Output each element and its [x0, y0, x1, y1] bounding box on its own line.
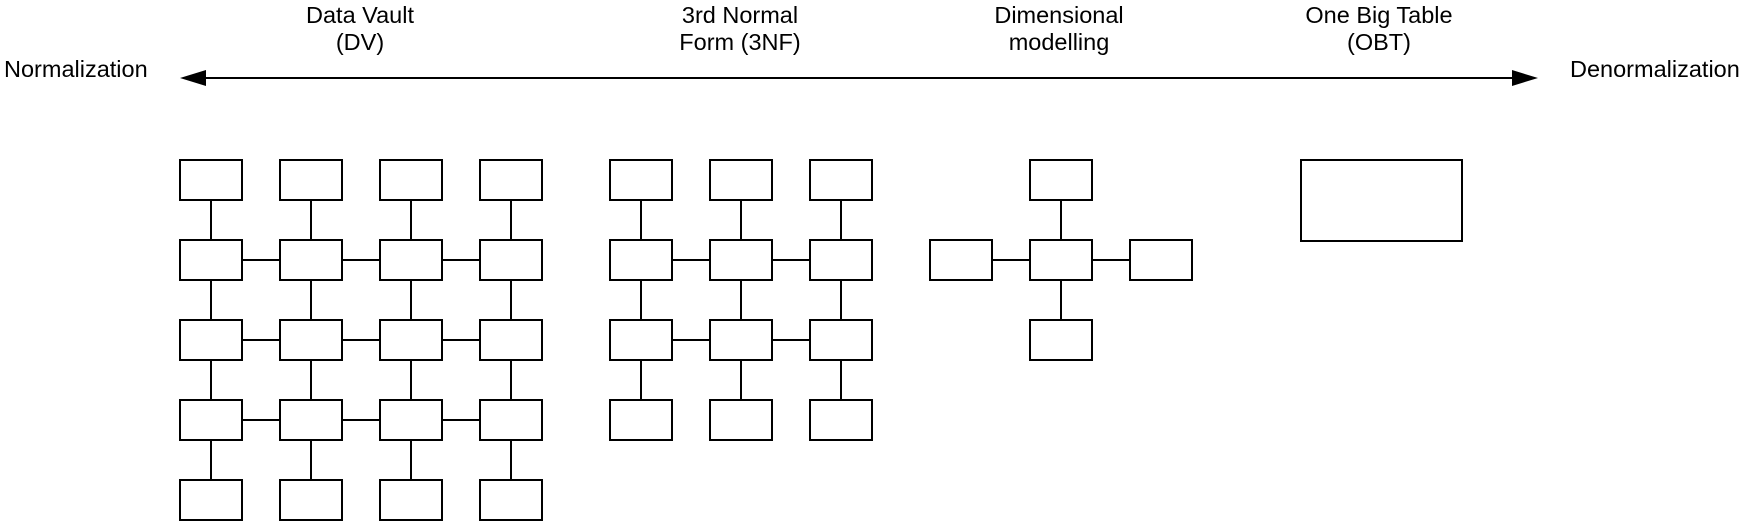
label-third-normal-form-line2: Form (3NF): [679, 29, 801, 55]
table-box: [609, 319, 673, 361]
table-box: [379, 239, 443, 281]
label-one-big-table-line2: (OBT): [1347, 29, 1411, 55]
table-box: [479, 159, 543, 201]
label-one-big-table: One Big Table (OBT): [1229, 2, 1529, 56]
table-box: [279, 159, 343, 201]
axis-label-normalization: Normalization: [4, 56, 148, 82]
table-box: [179, 239, 243, 281]
dimensional-modelling-schema: [929, 159, 1193, 361]
table-box: [479, 399, 543, 441]
table-box: [809, 239, 873, 281]
label-one-big-table-line1: One Big Table: [1305, 2, 1453, 28]
normalization-axis-arrow: [180, 70, 1538, 86]
table-box: [379, 399, 443, 441]
table-box: [479, 479, 543, 521]
arrowhead-right-icon: [1512, 70, 1538, 86]
table-box: [179, 399, 243, 441]
table-box: [1029, 239, 1093, 281]
arrowhead-left-icon: [180, 70, 206, 86]
table-box: [279, 239, 343, 281]
table-box: [709, 159, 773, 201]
label-dimensional-modelling-line2: modelling: [1008, 29, 1110, 55]
schema-diagrams: [179, 159, 1463, 521]
third-normal-form-schema: [609, 159, 873, 441]
table-box: [1129, 239, 1193, 281]
table-box: [709, 319, 773, 361]
label-data-vault-line1: Data Vault: [306, 2, 414, 28]
label-third-normal-form: 3rd Normal Form (3NF): [590, 2, 890, 56]
table-box: [279, 399, 343, 441]
table-box: [1029, 319, 1093, 361]
label-data-vault: Data Vault (DV): [210, 2, 510, 56]
label-third-normal-form-line1: 3rd Normal: [681, 2, 799, 28]
table-box: [279, 319, 343, 361]
table-box: [709, 399, 773, 441]
table-box: [379, 319, 443, 361]
table-box: [929, 239, 993, 281]
table-box: [609, 239, 673, 281]
label-dimensional-modelling-line1: Dimensional: [994, 2, 1124, 28]
table-box: [179, 159, 243, 201]
table-box: [1300, 159, 1463, 242]
table-box: [809, 399, 873, 441]
table-box: [609, 399, 673, 441]
table-box: [479, 319, 543, 361]
table-box: [809, 159, 873, 201]
table-box: [609, 159, 673, 201]
table-box: [709, 239, 773, 281]
label-dimensional-modelling: Dimensional modelling: [909, 2, 1209, 56]
table-box: [479, 239, 543, 281]
table-box: [179, 319, 243, 361]
table-box: [379, 159, 443, 201]
table-box: [179, 479, 243, 521]
label-data-vault-line2: (DV): [335, 29, 385, 55]
table-box: [279, 479, 343, 521]
table-box: [809, 319, 873, 361]
one-big-table-schema: [1300, 159, 1463, 242]
table-box: [379, 479, 443, 521]
data-vault-schema: [179, 159, 543, 521]
axis-label-denormalization: Denormalization: [1570, 56, 1740, 82]
table-box: [1029, 159, 1093, 201]
